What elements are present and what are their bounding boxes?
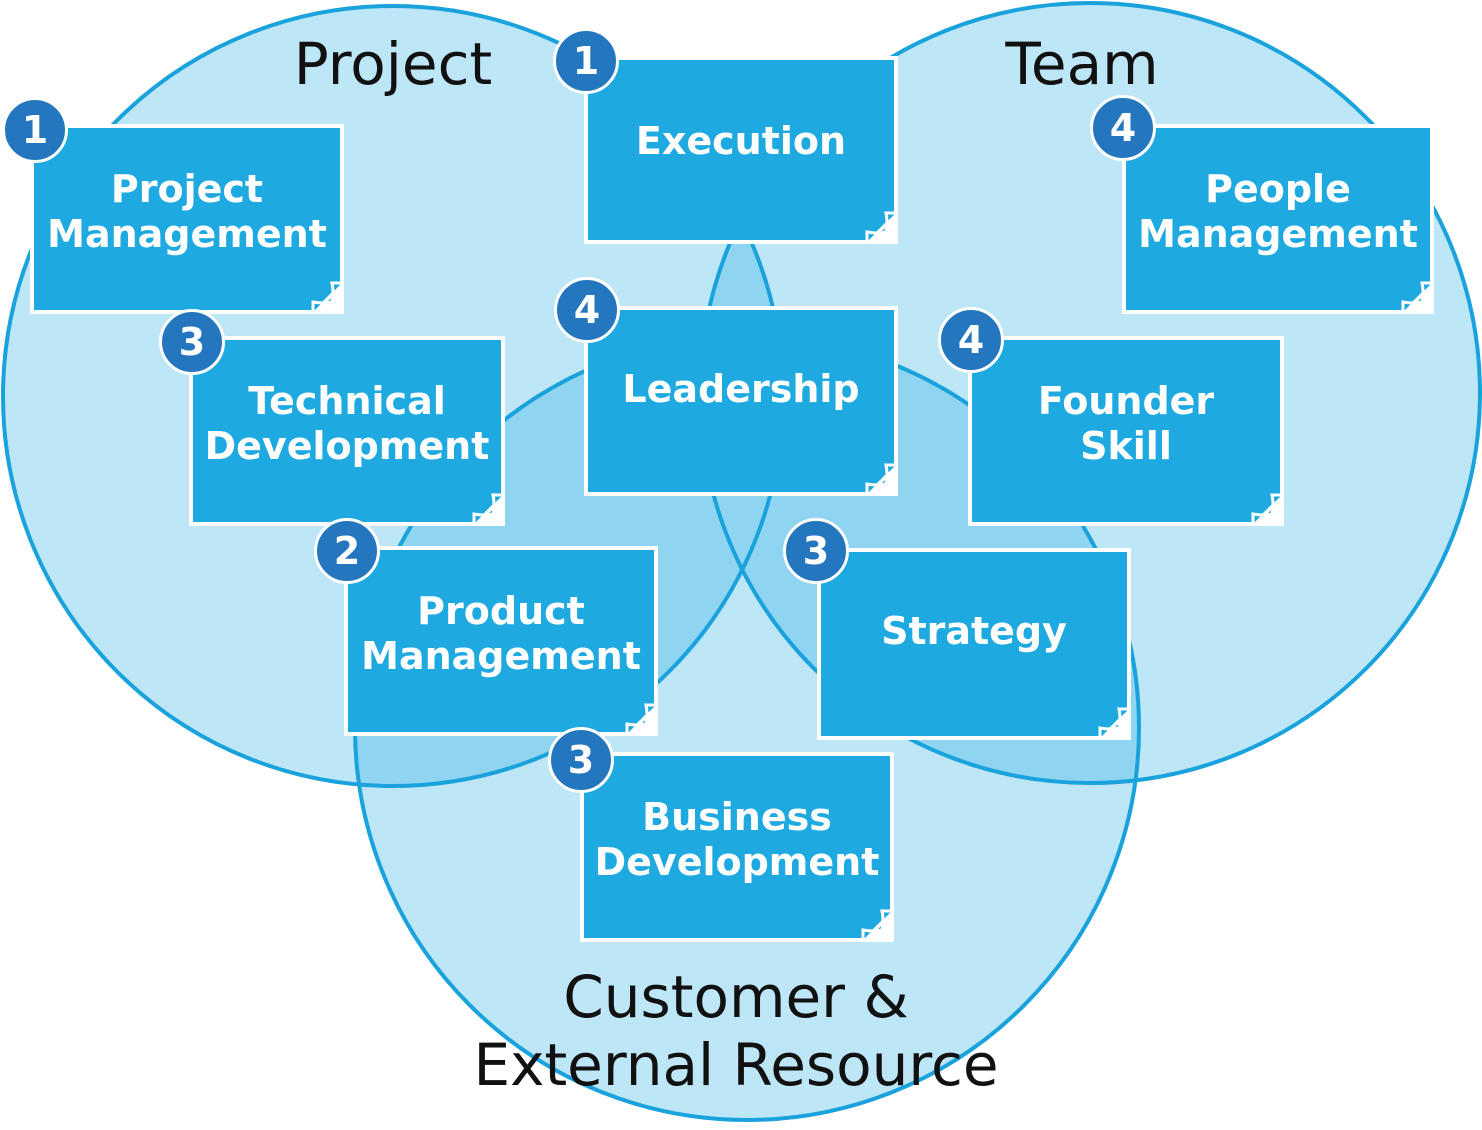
people-management-note: People Management [1122, 124, 1434, 314]
founder-skill-line1: Founder [1037, 379, 1215, 424]
people-management-rank-badge: 4 [1090, 95, 1156, 161]
people-management-line1: People [1205, 167, 1351, 212]
execution-rank-badge: 1 [553, 28, 619, 94]
people-management-line2: Management [1138, 212, 1418, 256]
technical-development-line1: Technical [248, 379, 446, 424]
page-curl-icon [860, 908, 894, 942]
business-development-rank-badge: 3 [548, 727, 614, 793]
page-curl-icon [471, 492, 505, 526]
project-management-rank-badge: 1 [2, 97, 68, 163]
project-circle-label: Project [293, 30, 493, 98]
customer-circle-label: Customer & External Resource [436, 963, 1036, 1100]
technical-development-note: Technical Development [189, 336, 505, 526]
customer-label-line2: External Resource [473, 1031, 999, 1100]
strategy-rank-badge: 3 [783, 518, 849, 584]
page-curl-icon [624, 702, 658, 736]
project-management-note: Project Management [30, 124, 344, 314]
page-curl-icon [310, 280, 344, 314]
page-curl-icon [864, 462, 898, 496]
customer-label-line1: Customer & [563, 963, 909, 1031]
technical-development-line2: Development [204, 424, 490, 468]
product-management-note: Product Management [344, 546, 658, 736]
product-management-line2: Management [361, 634, 641, 678]
execution-note: Execution [584, 56, 898, 244]
page-curl-icon [1097, 706, 1131, 740]
product-management-line1: Product [417, 589, 585, 634]
business-development-line2: Development [594, 840, 880, 884]
page-curl-icon [1250, 492, 1284, 526]
leadership-note-label: Leadership [622, 366, 860, 411]
business-development-note: Business Development [580, 752, 894, 942]
strategy-note-label: Strategy [881, 608, 1067, 653]
leadership-rank-badge: 4 [554, 277, 620, 343]
team-circle-label: Team [1005, 30, 1159, 98]
execution-note-label: Execution [635, 118, 847, 163]
project-management-line1: Project [110, 167, 264, 212]
strategy-note: Strategy [817, 548, 1131, 740]
founder-skill-note: Founder Skill [968, 336, 1284, 526]
page-curl-icon [864, 210, 898, 244]
founder-skill-rank-badge: 4 [938, 307, 1004, 373]
project-management-line2: Management [47, 212, 327, 256]
leadership-note: Leadership [584, 306, 898, 496]
page-curl-icon [1400, 280, 1434, 314]
product-management-rank-badge: 2 [314, 518, 380, 584]
founder-skill-line2: Skill [1080, 424, 1172, 468]
business-development-line1: Business [642, 795, 832, 840]
technical-development-rank-badge: 3 [159, 309, 225, 375]
